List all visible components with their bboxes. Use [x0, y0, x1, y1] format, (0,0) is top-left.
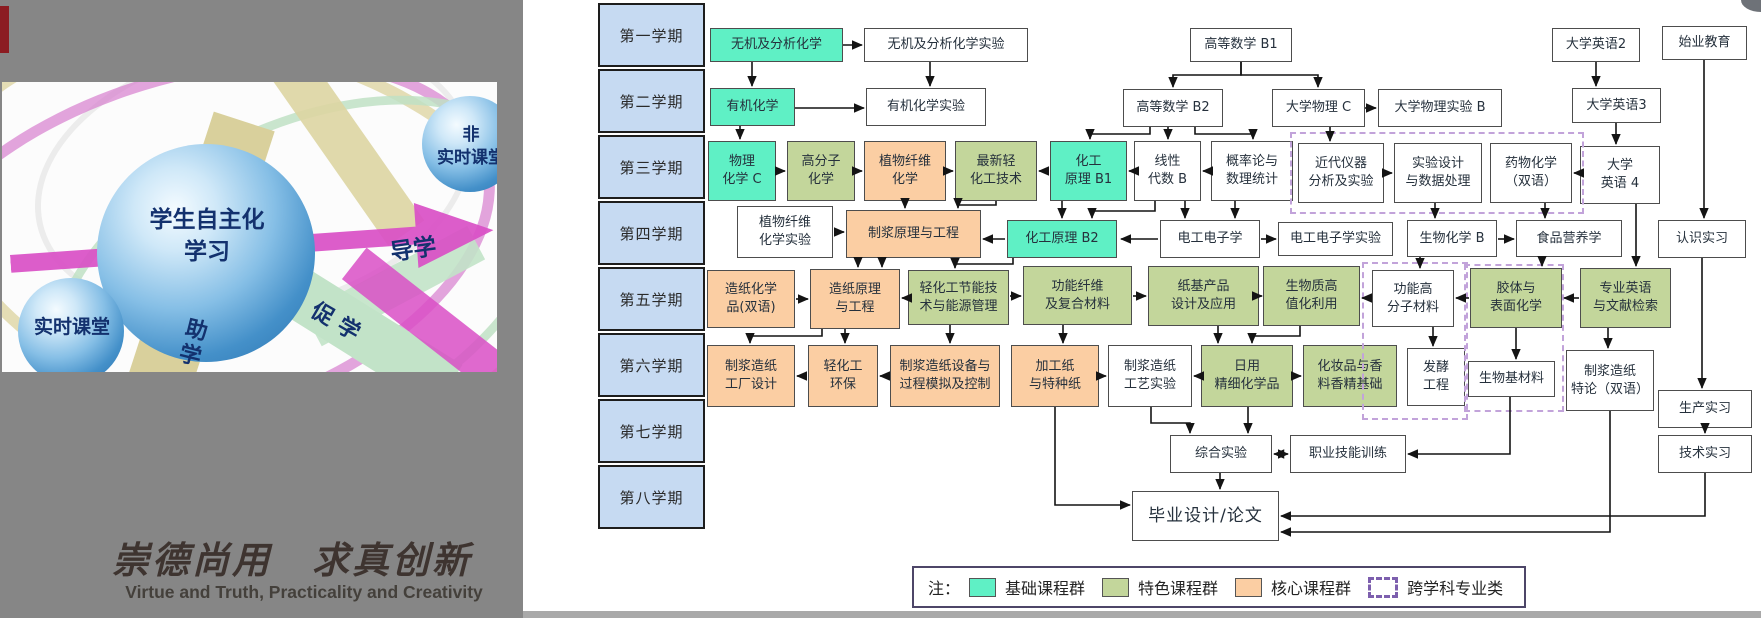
course-box-zhiwu-exp: 植物纤维 化学实验	[737, 206, 833, 258]
center-sphere-label: 学生自主化 学习	[149, 207, 265, 266]
course-box-diangong-exp: 电工电子学实验	[1278, 222, 1393, 256]
legend: 注： 基础课程群 特色课程群 核心课程群 跨学科专业类	[912, 566, 1526, 608]
course-box-yaowu: 药物化学 （双语）	[1490, 143, 1572, 203]
course-box-youji: 有机化学	[710, 88, 795, 126]
course-box-gongyi-exp: 制浆造纸 工艺实验	[1108, 345, 1192, 407]
course-box-zaozhi-hxp: 造纸化学 品(双语)	[707, 270, 795, 328]
semester-row-2: 第二学期	[598, 69, 705, 133]
course-box-youji-exp: 有机化学实验	[866, 88, 986, 126]
course-box-wuli-exp: 大学物理实验 B	[1378, 89, 1502, 127]
non-realtime-classroom-label: 非 实时课堂	[437, 125, 497, 168]
center-sphere	[97, 144, 315, 362]
course-box-jiaoti: 胶体与 表面化学	[1470, 268, 1562, 328]
course-box-jishu: 技术实习	[1658, 435, 1752, 473]
course-box-riyong: 日用 精细化学品	[1201, 345, 1293, 407]
legend-label-cross: 跨学科专业类	[1407, 579, 1504, 598]
legend-label-core: 核心课程群	[1271, 579, 1352, 598]
course-box-shengchan: 生产实习	[1658, 390, 1752, 428]
course-box-shiyan-sheji: 实验设计 与数据处理	[1394, 143, 1482, 203]
course-box-huazhuang: 化妆品与香 料香精基础	[1303, 345, 1397, 407]
interdisciplinary-region-2	[1362, 262, 1468, 420]
semester-row-8: 第八学期	[598, 465, 705, 529]
course-box-zuixin: 最新轻 化工技术	[955, 141, 1037, 201]
course-box-shengwu-b: 生物化学 B	[1407, 220, 1497, 257]
legend-swatch-cross	[1368, 576, 1399, 598]
course-box-fajiao: 发酵 工程	[1407, 348, 1465, 406]
course-box-shiye: 始业教育	[1662, 26, 1747, 60]
course-box-jiagongzhi: 加工纸 与特种纸	[1011, 345, 1099, 407]
semester-row-4: 第四学期	[598, 201, 705, 265]
course-box-zonghe: 综合实验	[1170, 435, 1272, 473]
course-box-biye: 毕业设计/论文	[1132, 491, 1279, 541]
course-box-wuji: 无机及分析化学	[710, 28, 843, 62]
course-box-gongchang: 制浆造纸 工厂设计	[707, 345, 795, 407]
course-box-zhuanye-eng: 专业英语 与文献检索	[1580, 268, 1671, 328]
course-box-gongneng-gfz: 功能高 分子材料	[1372, 270, 1454, 327]
course-box-shebei: 制浆造纸设备与 过程模拟及控制	[890, 345, 1000, 407]
course-box-zhijiang-yl: 制浆原理与工程	[846, 210, 981, 258]
course-box-gaofenzi: 高分子 化学	[787, 141, 855, 201]
semester-row-5: 第五学期	[598, 267, 705, 331]
legend-label-feature: 特色课程群	[1138, 579, 1219, 598]
course-box-telun: 制浆造纸 特论（双语）	[1566, 350, 1654, 411]
top-right-sphere	[422, 96, 497, 192]
course-box-huagong-b1: 化工 原理 B1	[1050, 141, 1127, 201]
course-box-jieneng: 轻化工节能技 术与能源管理	[908, 270, 1009, 325]
course-box-huanbao: 轻化工 环保	[808, 345, 878, 407]
legend-swatch-core	[1235, 577, 1263, 597]
interdisciplinary-region-1	[1290, 132, 1584, 214]
legend-label-basic: 基础课程群	[1005, 579, 1086, 598]
course-box-eng4: 大学 英语 4	[1580, 146, 1660, 204]
course-box-gaoshu-b2: 高等数学 B2	[1123, 89, 1223, 127]
course-box-eng3: 大学英语3	[1572, 88, 1661, 123]
course-box-diangong: 电工电子学	[1160, 220, 1260, 258]
course-box-shengwuji: 生物基材料	[1468, 361, 1555, 397]
school-motto-english: Virtue and Truth, Practicality and Creat…	[125, 582, 483, 602]
course-box-wuli-c: 大学物理 C	[1272, 89, 1365, 127]
course-box-renshi: 认识实习	[1658, 220, 1746, 258]
course-box-zaozhi-yl: 造纸原理 与工程	[810, 269, 900, 329]
course-box-shipin: 食品营养学	[1516, 220, 1622, 257]
semester-row-7: 第七学期	[598, 399, 705, 463]
legend-swatch-feature	[1102, 577, 1130, 597]
course-box-gaoshu-b1: 高等数学 B1	[1190, 28, 1292, 62]
course-box-eng2: 大学英语2	[1552, 28, 1640, 62]
semester-row-3: 第三学期	[598, 135, 705, 199]
course-box-zhiji: 纸基产品 设计及应用	[1148, 266, 1259, 326]
bottom-left-sphere	[18, 278, 124, 372]
course-box-zhiye: 职业技能训练	[1290, 435, 1406, 473]
course-box-zhiwu-xw: 植物纤维 化学	[864, 141, 946, 201]
course-box-gailv: 概率论与 数理统计	[1211, 141, 1293, 201]
course-box-shengwuzhi: 生物质高 值化利用	[1263, 266, 1360, 326]
interdisciplinary-region-3	[1464, 264, 1564, 412]
course-box-wuli-huaxue: 物理 化学 C	[708, 141, 776, 201]
course-box-gongneng-xw: 功能纤维 及复合材料	[1023, 266, 1132, 325]
realtime-classroom-label: 实时课堂	[33, 316, 110, 338]
legend-prefix: 注：	[928, 579, 961, 598]
course-box-huagong-b2: 化工原理 B2	[1007, 220, 1117, 258]
semester-row-1: 第一学期	[598, 3, 705, 67]
semester-row-6: 第六学期	[598, 333, 705, 397]
course-box-wuji-exp: 无机及分析化学实验	[864, 28, 1028, 62]
slide-bottom-strip	[523, 611, 1761, 618]
school-motto-chinese: 崇德尚用 求真创新	[112, 538, 472, 582]
course-box-xianxing: 线性 代数 B	[1134, 141, 1201, 201]
legend-swatch-basic	[969, 577, 997, 597]
slide-edge-mark	[0, 6, 9, 53]
course-box-jindai: 近代仪器 分析及实验	[1298, 143, 1384, 203]
learning-model-image: 学生自主化 学习 非 实时课堂 实时课堂 导学 助 学 促学	[2, 82, 497, 372]
legend-items: 基础课程群 特色课程群 核心课程群 跨学科专业类	[969, 575, 1511, 599]
